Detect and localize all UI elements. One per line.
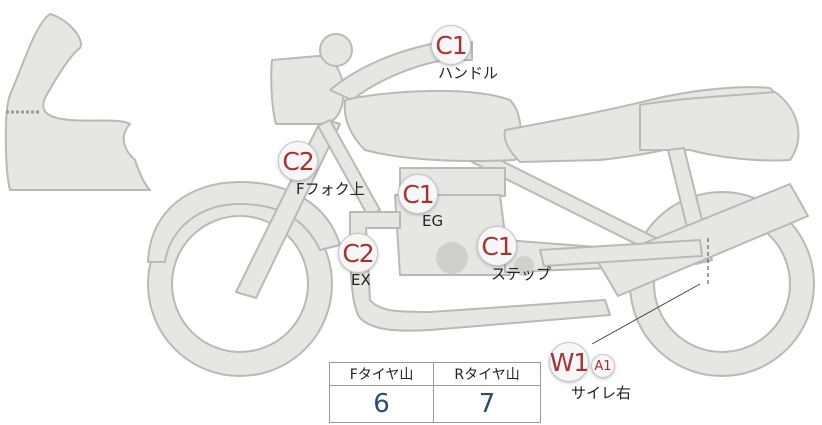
badge-eg[interactable]: C1 xyxy=(398,174,438,214)
header-front-tire: Fタイヤ山 xyxy=(328,362,435,386)
label-handle: ハンドル xyxy=(438,64,499,82)
exhaust-pipe xyxy=(349,211,611,332)
tire-tread-table: Fタイヤ山 Rタイヤ山 6 7 xyxy=(328,362,541,423)
label-ffork: Fフォク上 xyxy=(296,180,365,198)
value-rear-tire: 7 xyxy=(433,385,541,423)
label-step: ステップ xyxy=(491,265,552,283)
label-ex: EX xyxy=(351,271,371,289)
badge-side-sub[interactable]: A1 xyxy=(591,354,615,378)
rear-cowl xyxy=(639,91,800,162)
label-eg: EG xyxy=(422,212,444,230)
label-side: サイレ右 xyxy=(571,384,632,402)
value-front-tire: 6 xyxy=(328,385,435,423)
badge-step[interactable]: C1 xyxy=(477,226,517,266)
badge-handle[interactable]: C1 xyxy=(431,25,471,65)
badge-ffork[interactable]: C2 xyxy=(278,141,318,181)
front-fairing xyxy=(4,13,151,191)
muffler xyxy=(597,183,809,297)
swing-arm xyxy=(539,239,703,267)
badge-side-main[interactable]: W1 xyxy=(549,342,589,382)
badge-ex[interactable]: C2 xyxy=(338,233,378,273)
header-rear-tire: Rタイヤ山 xyxy=(433,362,541,386)
fuel-tank xyxy=(343,89,522,162)
